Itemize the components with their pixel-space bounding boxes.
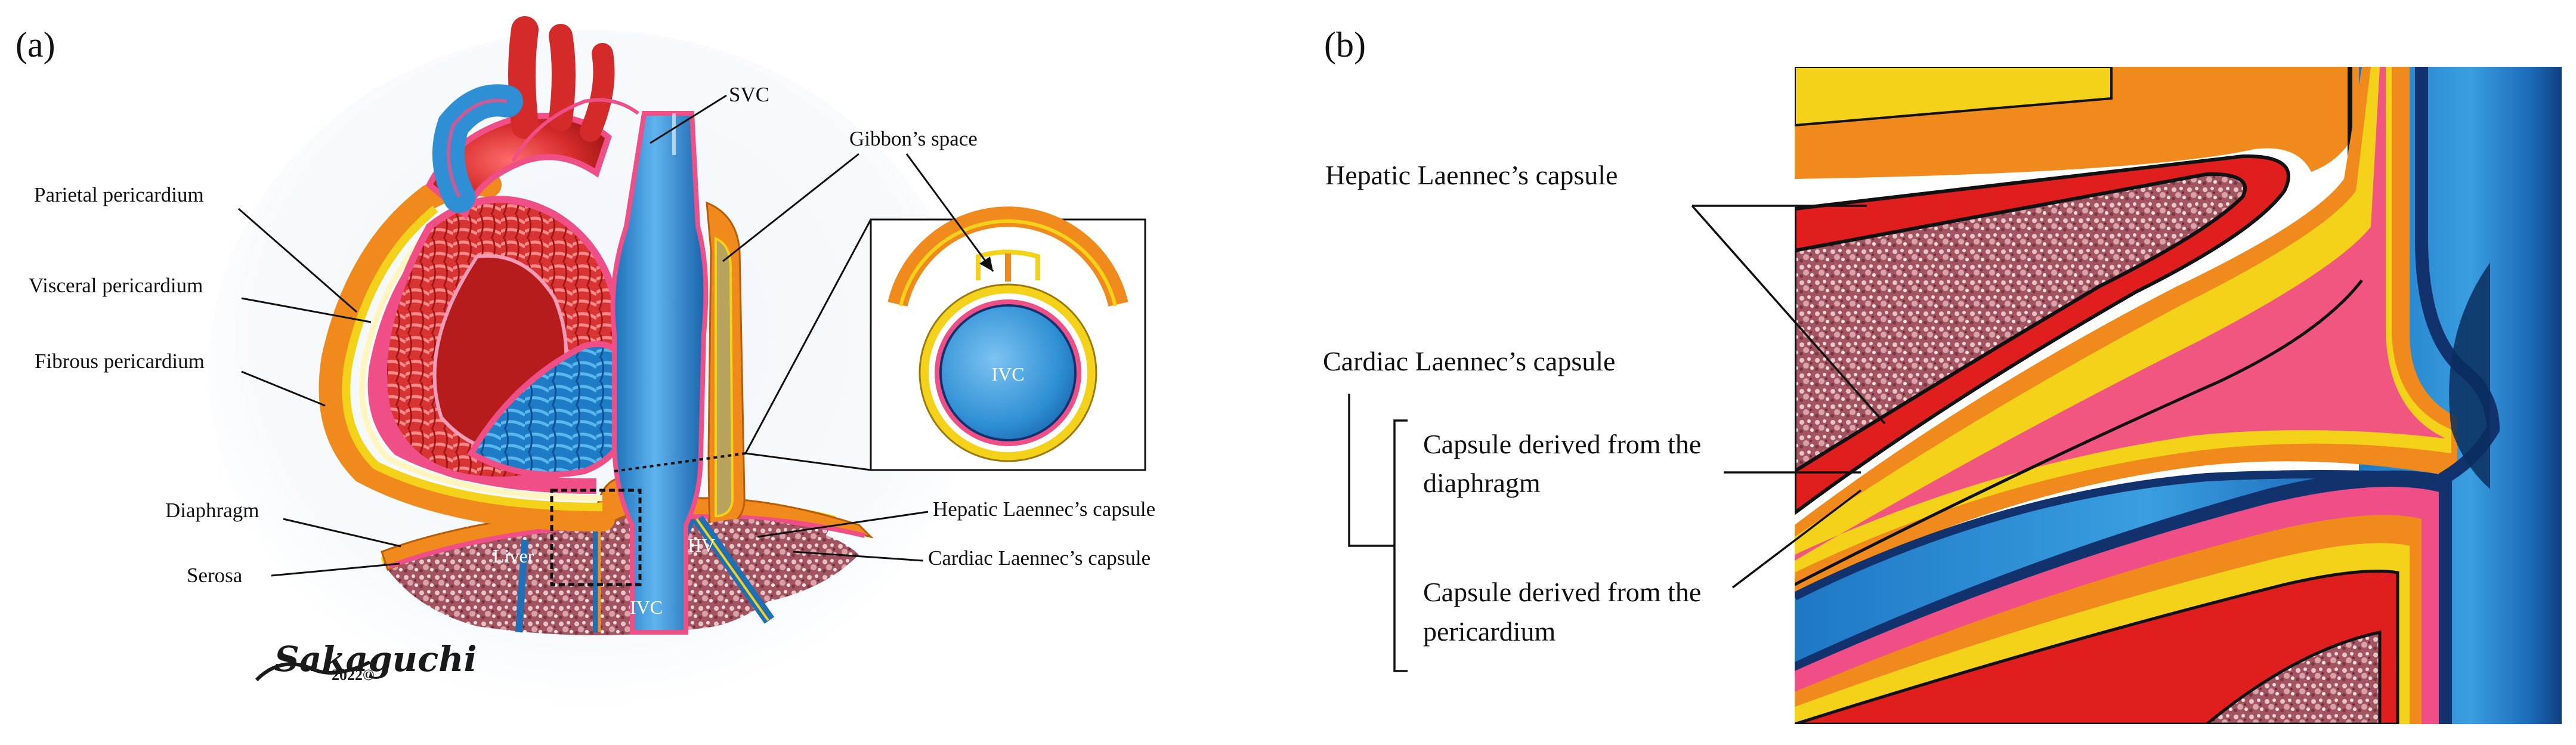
- cardiac-laennec-label-a: Cardiac Laennec’s capsule: [928, 546, 1151, 570]
- gibbons-space-column: [706, 201, 746, 526]
- vena-cava: [610, 111, 709, 635]
- inset-cross-section: IVC: [870, 206, 1146, 471]
- diaphragm-leader: [283, 518, 401, 548]
- hepatic-laennec-label-b: Hepatic Laennec’s capsule: [1325, 160, 1618, 190]
- gibbons-space-leader-main: [722, 153, 859, 262]
- visceral-pericardium-leader: [241, 297, 372, 323]
- serosa-label: Serosa: [187, 564, 243, 587]
- capsule-pericardium-line1: Capsule derived from the: [1423, 577, 1701, 607]
- artist-signature: Sakaguchi 2022©: [255, 639, 477, 684]
- magnified-illustration: [1795, 67, 2562, 724]
- hepatic-laennec-label-a: Hepatic Laennec’s capsule: [933, 497, 1155, 521]
- fibrous-pericardium-leader: [241, 370, 326, 407]
- hepatic-vein-area: [692, 515, 859, 624]
- parietal-pericardium-leader: [238, 208, 357, 313]
- panel-b: (b): [1323, 25, 2562, 724]
- cardiac-laennec-bracket-outer: [1348, 394, 1394, 547]
- inset-guide-upper: [744, 219, 872, 454]
- hepatic-laennec-leader-a: [757, 511, 929, 538]
- gibbons-space-leader-inset: [905, 153, 994, 272]
- gibbons-space-label: Gibbon’s space: [849, 127, 978, 150]
- parietal-pericardium-label: Parietal pericardium: [34, 183, 204, 206]
- hepatic-laennec-leader-b2: [1691, 205, 1886, 425]
- cross-section-line: [614, 452, 746, 472]
- inset-guide-lower: [745, 452, 871, 471]
- cardiac-laennec-leader-a: [793, 551, 924, 562]
- cardiac-laennec-label-b: Cardiac Laennec’s capsule: [1323, 346, 1615, 376]
- fibrous-pericardium-label: Fibrous pericardium: [35, 350, 205, 373]
- inset-ivc-lumen: [939, 304, 1077, 441]
- signature-year: 2022©: [332, 666, 374, 684]
- serosa-leader: [271, 562, 400, 577]
- capsule-pericardium-line2: pericardium: [1423, 616, 1556, 647]
- hv-label: HV: [688, 534, 715, 556]
- diaphragm-label: Diaphragm: [165, 499, 259, 522]
- capsule-diaphragm-line1: Capsule derived from the: [1423, 429, 1701, 459]
- svc-label: SVC: [729, 83, 769, 106]
- capsule-diaphragm-line2: diaphragm: [1423, 468, 1541, 498]
- panel-b-label: (b): [1324, 25, 1366, 64]
- capsule-pericardium-leader: [1731, 489, 1862, 589]
- svc-leader: [650, 94, 727, 144]
- gibbons-space-arrowhead: [979, 256, 993, 271]
- visceral-pericardium-label: Visceral pericardium: [29, 274, 203, 297]
- signature-name: Sakaguchi: [274, 639, 477, 679]
- ivc-label: IVC: [630, 596, 663, 618]
- panel-a-label: (a): [16, 25, 55, 64]
- cardiac-laennec-bracket-inner: [1393, 419, 1408, 672]
- panel-b-location-box: [550, 489, 642, 586]
- panel-a: (a): [16, 16, 1155, 710]
- liver-label: Liver: [493, 545, 534, 567]
- inset-ivc-label: IVC: [991, 363, 1024, 385]
